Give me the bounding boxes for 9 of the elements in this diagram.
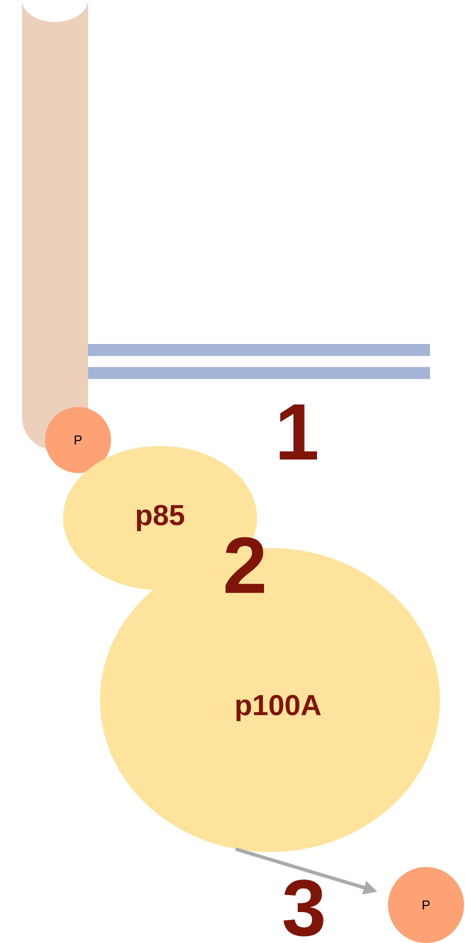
step-number: 1 — [280, 404, 318, 460]
node-text: P — [74, 436, 82, 444]
phosphate-circle — [388, 867, 464, 943]
phosphate-circle — [45, 407, 111, 473]
node-text: p100A — [236, 694, 321, 722]
node-text: P — [422, 900, 430, 910]
step-number: 3 — [284, 880, 324, 936]
node-text: p85 — [136, 504, 184, 532]
step-number: 2 — [226, 537, 264, 593]
